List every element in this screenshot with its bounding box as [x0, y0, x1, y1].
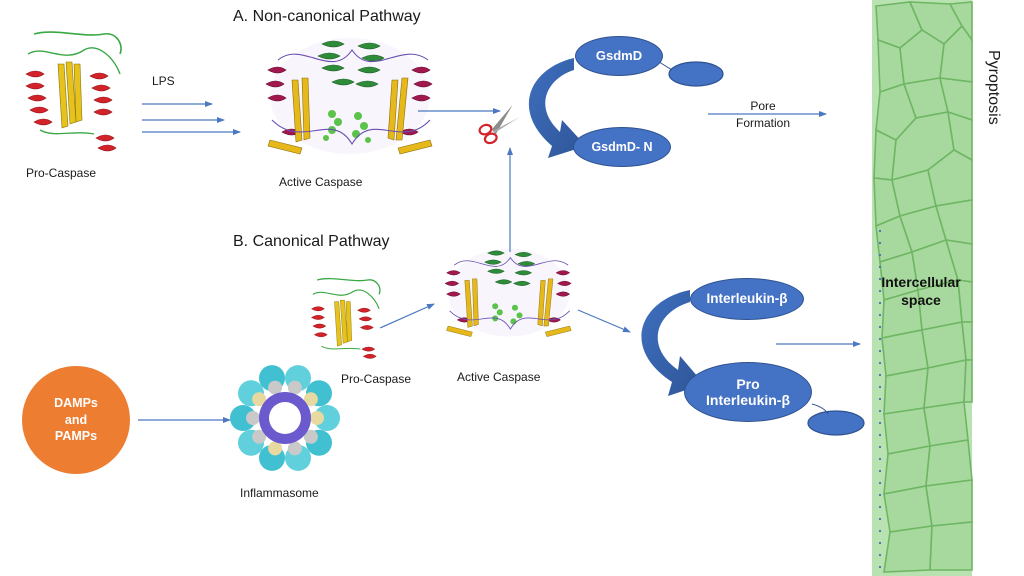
inflammasome-subunit-core [246, 411, 260, 425]
inflammasome-subunit-core [287, 380, 302, 395]
protein-structure-icon [25, 31, 122, 152]
inflammasome-label: Inflammasome [240, 486, 319, 500]
cell-membrane-icon [872, 0, 973, 576]
protein-structure-icon [444, 248, 572, 337]
scissors-icon [478, 104, 520, 145]
non-canonical-title: A. Non-canonical Pathway [233, 8, 421, 25]
inflammasome-subunit-core [252, 392, 267, 407]
inflammasome-ring-icon [230, 365, 340, 471]
inflammasome-subunit-core [303, 429, 318, 444]
active-caspase-top-label: Active Caspase [279, 175, 363, 189]
pyroptosis-label: Pyroptosis [985, 50, 1002, 125]
pathway-arrows [138, 101, 861, 423]
maturation-curve-arrow [641, 290, 704, 396]
pro-caspase-top-label: Pro-Caspase [26, 166, 97, 180]
protein-structure-icon [265, 38, 433, 155]
intercellular-space-label: Intercellular space [881, 274, 961, 308]
gsdmd-n-node: GsdmD- N [573, 127, 671, 167]
inflammasome-subunit-core [252, 429, 267, 444]
inflammasome-subunit [230, 405, 256, 431]
inflammasome-subunit [314, 405, 340, 431]
active-caspase-bottom-label: Active Caspase [457, 370, 541, 384]
inflammasome-subunit-core [287, 441, 302, 456]
gsdmd-c-fragment [668, 61, 724, 87]
inflammasome-subunit-core [268, 380, 283, 395]
canonical-title: B. Canonical Pathway [233, 233, 390, 250]
lps-label: LPS [152, 74, 175, 88]
pro-interleukin-beta-node: Pro Interleukin-β [684, 362, 812, 422]
il-fragment [807, 410, 865, 436]
inflammasome-subunit-core [310, 411, 324, 425]
interleukin-beta-node: Interleukin-β [690, 278, 804, 320]
inflammasome-subunit-core [303, 392, 318, 407]
pro-caspase-bottom-label: Pro-Caspase [341, 372, 412, 386]
protein-structure-icon [311, 277, 381, 359]
inflammasome-subunit-core [268, 441, 283, 456]
pore-formation-label: Pore Formation [735, 99, 791, 131]
cleavage-curve-arrow [528, 58, 586, 158]
damps-pamps-node: DAMPs and PAMPs [22, 366, 130, 474]
gsdmd-node: GsdmD [575, 36, 663, 76]
